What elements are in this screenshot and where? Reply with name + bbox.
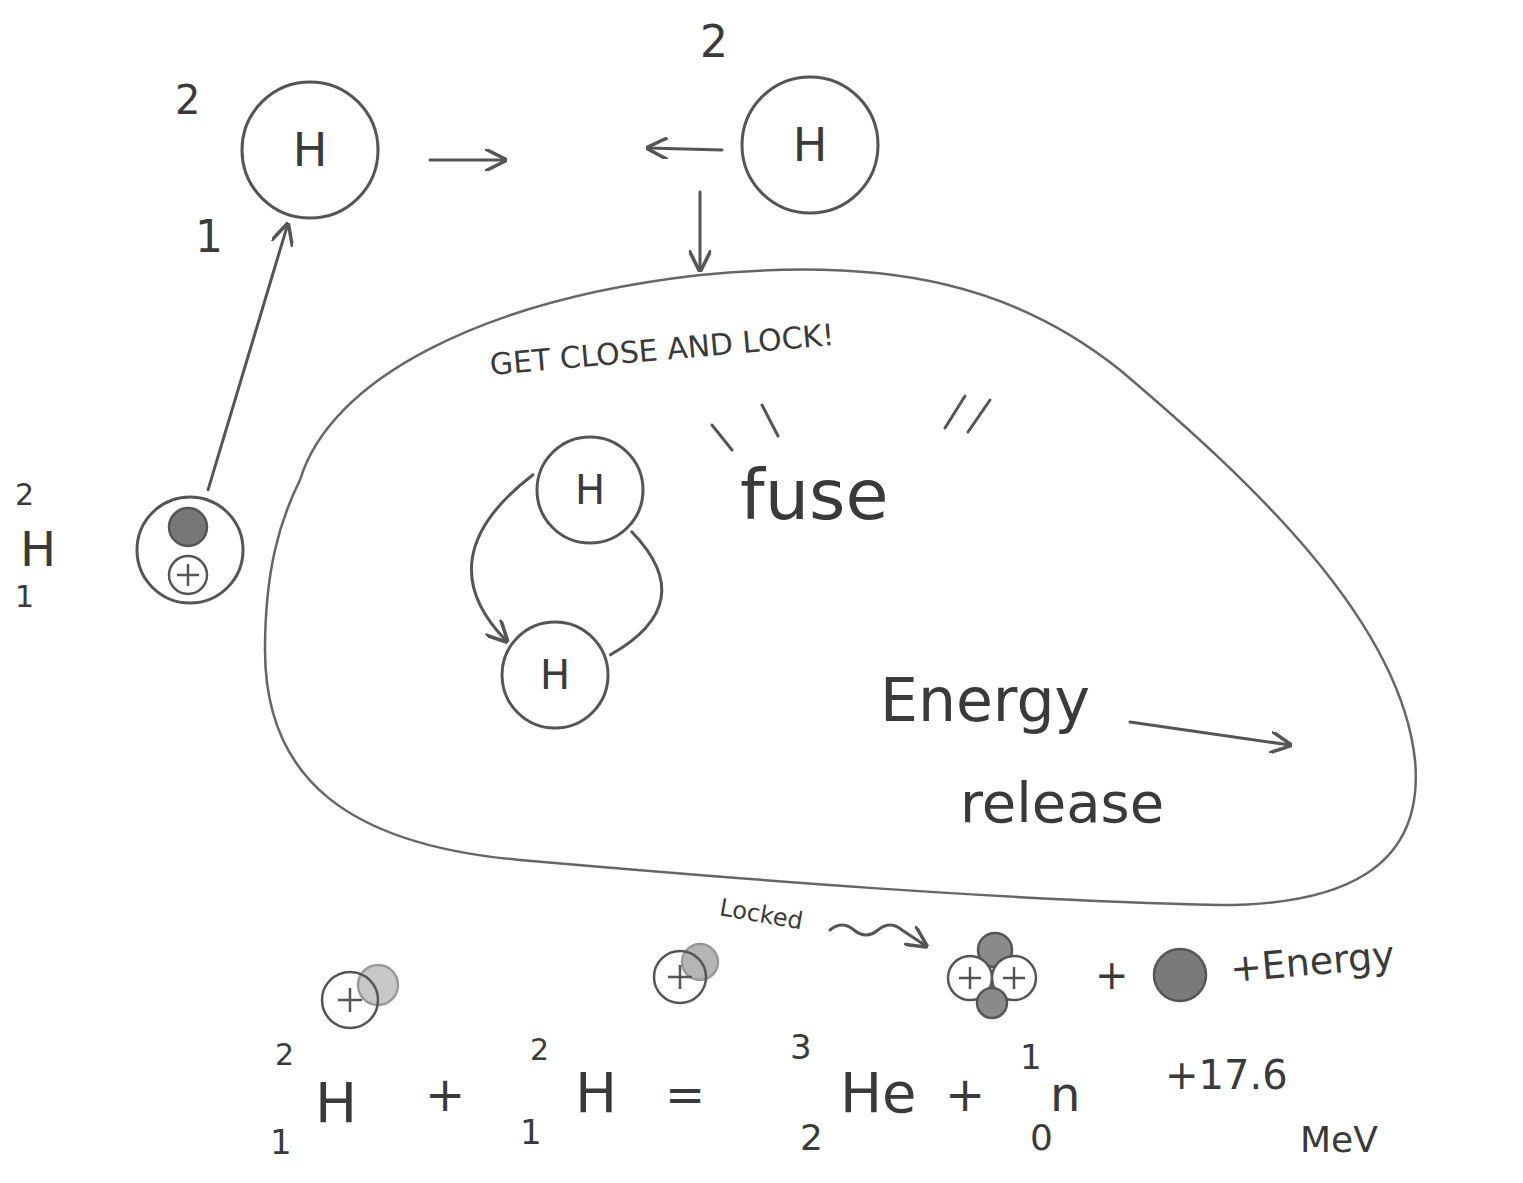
region-text: release <box>960 775 1164 831</box>
region-text: fuse <box>740 460 889 530</box>
atomic-number: 0 <box>1030 1120 1053 1156</box>
element-symbol: H <box>575 1065 617 1121</box>
squiggle-arrow <box>830 925 926 946</box>
approach-arrow <box>648 148 722 150</box>
arrow-connector <box>471 475 533 641</box>
deuterium-atom: H <box>135 495 245 605</box>
energy-text: +Energy <box>1228 936 1396 988</box>
atomic-number: 2 <box>800 1120 823 1156</box>
down-arrow <box>699 192 702 270</box>
element-symbol: He <box>840 1065 917 1121</box>
plus-sign: + <box>945 1070 985 1118</box>
region-text: GET CLOSE AND LOCK! <box>489 320 836 380</box>
node-label: H <box>20 525 56 573</box>
mass-number: 2 <box>175 80 200 120</box>
nucleus-circle: H <box>535 435 645 545</box>
arrow-connector <box>208 225 287 490</box>
particle-symbol: n <box>1050 1070 1080 1118</box>
nucleus-circle: H <box>740 75 880 215</box>
energy-unit: MeV <box>1300 1122 1378 1158</box>
mass-number: 3 <box>790 1030 812 1064</box>
plus-sign: + <box>425 1070 465 1118</box>
mass-number: 1 <box>1020 1040 1042 1074</box>
node-outline <box>250 250 1430 920</box>
node-label: H <box>575 470 605 510</box>
mass-number: 2 <box>700 20 728 64</box>
node-label: H <box>293 127 328 173</box>
mass-number: 2 <box>15 480 34 510</box>
spark-line <box>945 396 965 428</box>
energy-arrow <box>1130 722 1290 745</box>
equals-sign: = <box>665 1070 705 1118</box>
node-label: H <box>540 655 570 695</box>
region-text: Energy <box>880 670 1090 730</box>
node-label: H <box>793 122 828 168</box>
node-outline <box>135 495 245 605</box>
spark-line <box>762 405 778 436</box>
arrow-connector <box>610 532 661 655</box>
atomic-number: 1 <box>195 215 223 259</box>
spark-line <box>712 425 732 450</box>
spark-line <box>968 400 990 432</box>
nucleus-circle: H <box>240 80 380 220</box>
energy-value: +17.6 <box>1165 1055 1288 1095</box>
mass-number: 2 <box>275 1040 294 1070</box>
element-symbol: H <box>315 1075 357 1131</box>
plus-sign: + <box>1095 955 1129 995</box>
atomic-number: 1 <box>520 1115 542 1149</box>
note-text: Locked <box>718 895 805 933</box>
bottom-particles <box>322 933 1206 1028</box>
atomic-number: 1 <box>270 1125 292 1159</box>
nucleus-circle: H <box>500 620 610 730</box>
fusion-region: GET CLOSE AND LOCK! fuseEnergy release H H <box>250 250 1430 920</box>
atomic-number: 1 <box>15 582 34 612</box>
approach-arrow <box>430 159 505 162</box>
mass-number: 2 <box>530 1035 549 1065</box>
